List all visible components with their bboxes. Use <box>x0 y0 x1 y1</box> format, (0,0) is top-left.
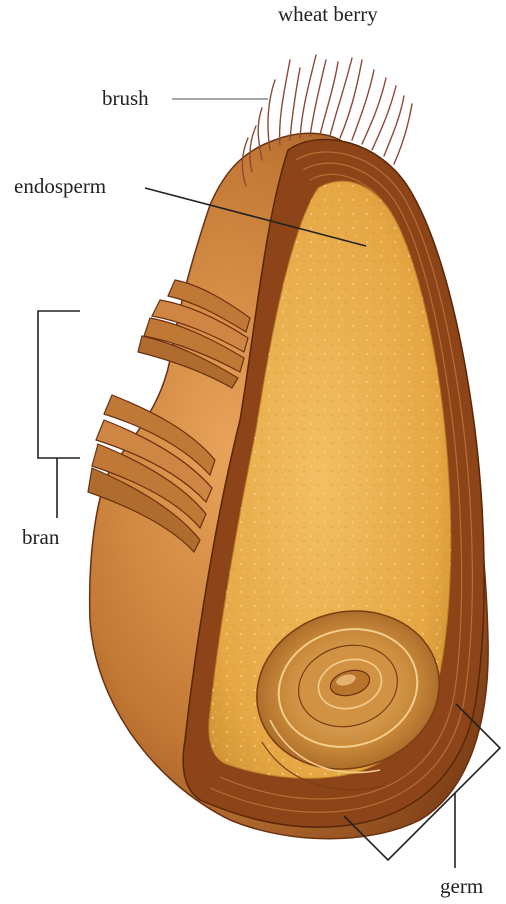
label-bran: bran <box>22 527 59 548</box>
diagram-title: wheat berry <box>278 4 378 25</box>
label-endosperm: endosperm <box>14 176 106 197</box>
label-germ: germ <box>440 876 483 897</box>
bran-bracket <box>38 311 80 458</box>
label-brush: brush <box>102 88 149 109</box>
